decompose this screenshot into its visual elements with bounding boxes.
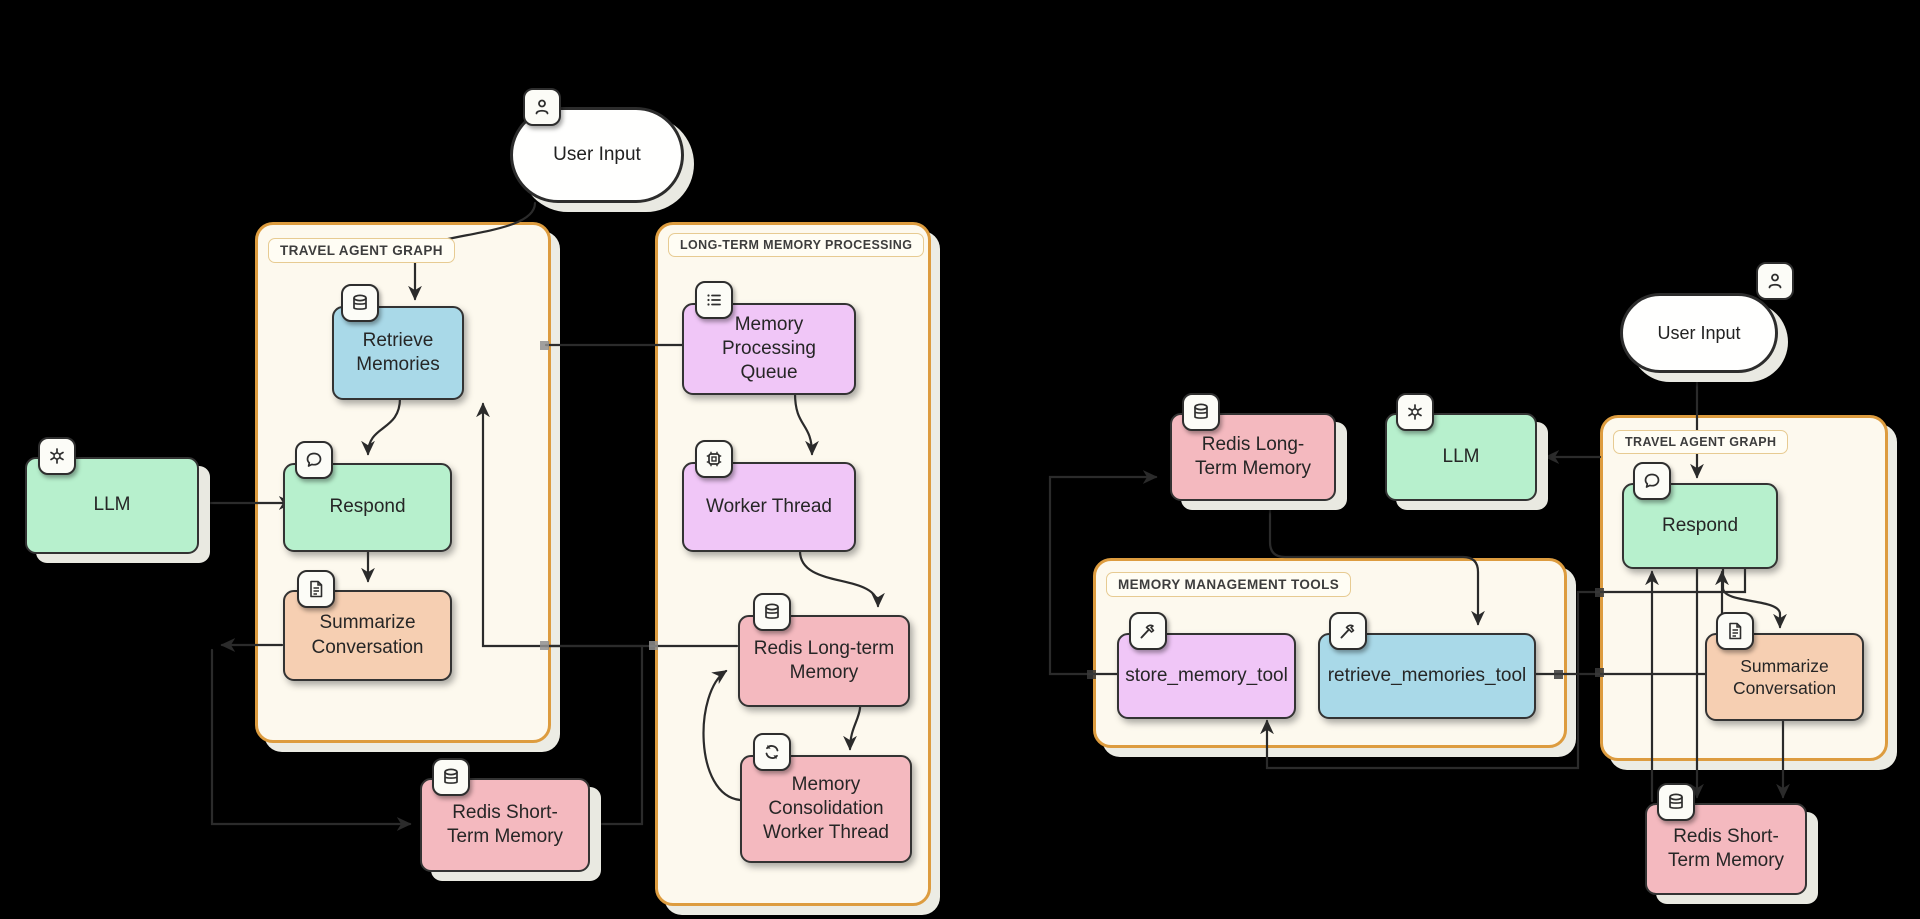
right-redis-long-term-memory-label: Redis Long- Term Memory <box>1194 433 1312 479</box>
database-icon <box>432 758 470 796</box>
retrieve-memories-tool-label: retrieve_memories_tool <box>1327 664 1527 686</box>
memory-processing-queue-label: Memory Processing Queue <box>722 313 816 384</box>
left-travel-agent-graph-label: TRAVEL AGENT GRAPH <box>268 238 455 263</box>
hammer-icon <box>1129 612 1167 650</box>
database-icon <box>1657 783 1695 821</box>
left-user-input-label: User Input <box>553 144 641 165</box>
chat-icon <box>1633 462 1671 500</box>
right-llm-node: LLM <box>1385 413 1537 501</box>
right-respond-label: Respond <box>1661 514 1739 536</box>
document-icon <box>297 570 335 608</box>
memory-consolidation-worker-thread-label: Memory Consolidation Worker Thread <box>762 773 889 844</box>
openai-icon <box>1396 393 1434 431</box>
right-redis-long-term-memory-node: Redis Long- Term Memory <box>1170 413 1336 501</box>
database-icon <box>753 593 791 631</box>
openai-icon <box>38 437 76 475</box>
anchor-mark <box>540 641 549 650</box>
left-user-input-node: User Input <box>510 107 684 203</box>
right-llm-label: LLM <box>1442 445 1480 467</box>
long-term-memory-processing-label: LONG-TERM MEMORY PROCESSING <box>668 233 925 257</box>
user-icon <box>523 88 561 126</box>
right-travel-agent-graph-label: TRAVEL AGENT GRAPH <box>1613 430 1789 454</box>
anchor-mark <box>1595 668 1604 677</box>
memory-management-tools-label: MEMORY MANAGEMENT TOOLS <box>1106 572 1352 597</box>
document-icon <box>1716 612 1754 650</box>
right-user-input-label: User Input <box>1657 322 1741 343</box>
chat-icon <box>295 441 333 479</box>
retrieve-memories-label: Retrieve Memories <box>356 329 440 375</box>
left-summarize-conversation-label: Summarize Conversation <box>311 612 424 658</box>
left-respond-label: Respond <box>329 496 406 518</box>
anchor-mark <box>649 641 658 650</box>
cpu-icon <box>695 440 733 478</box>
left-redis-short-term-memory-label: Redis Short- Term Memory <box>446 801 564 847</box>
redis-long-term-memory-label: Redis Long-term Memory <box>753 637 895 683</box>
database-icon <box>1182 393 1220 431</box>
sync-icon <box>753 733 791 771</box>
worker-thread-label: Worker Thread <box>705 495 832 517</box>
list-icon <box>695 281 733 319</box>
user-icon <box>1756 262 1794 300</box>
right-user-input-node: User Input <box>1620 293 1778 373</box>
memory-consolidation-worker-thread-node: Memory Consolidation Worker Thread <box>740 755 912 863</box>
anchor-mark <box>1554 670 1563 679</box>
left-llm-label: LLM <box>93 494 131 516</box>
right-summarize-conversation-label: Summarize Conversation <box>1732 655 1837 698</box>
store-memory-tool-label: store_memory_tool <box>1125 664 1288 686</box>
anchor-mark <box>1087 670 1096 679</box>
right-redis-short-term-memory-label: Redis Short- Term Memory <box>1667 825 1785 871</box>
database-icon <box>341 284 379 322</box>
hammer-icon <box>1329 612 1367 650</box>
anchor-mark <box>540 341 549 350</box>
anchor-mark <box>1595 588 1604 597</box>
